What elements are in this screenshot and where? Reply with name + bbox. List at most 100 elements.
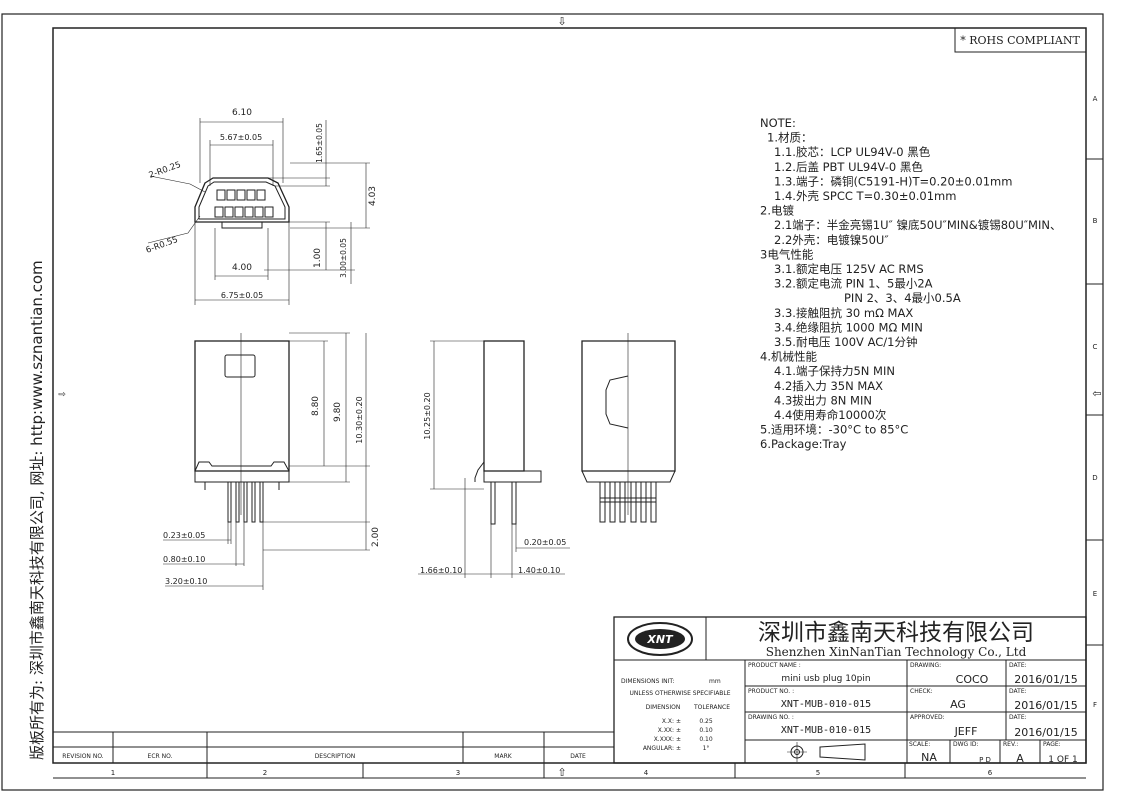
revision-table — [53, 731, 614, 763]
note-line: 3.4.绝缘阻抗 1000 MΩ MIN — [774, 320, 923, 334]
dim-height-100: 1.00 — [313, 248, 323, 268]
row-label-f: F — [1093, 701, 1097, 709]
front-pins — [214, 189, 274, 218]
note-line: 3.2.额定电流 PIN 1、5最小2A — [774, 277, 933, 291]
dim-width-023: 0.23±0.05 — [163, 531, 205, 540]
dim-width-020: 0.20±0.05 — [524, 538, 566, 547]
dim-height-880: 8.80 — [311, 396, 321, 416]
note-line: 4.机械性能 — [760, 350, 817, 364]
approved-label: APPROVED: — [910, 714, 945, 721]
product-name-label: PRODUCT NAME : — [748, 662, 801, 669]
date-label-2: DATE: — [1009, 688, 1027, 695]
row-ticks — [1086, 158, 1103, 646]
dim-height-403: 4.03 — [368, 186, 378, 206]
rohs-label: * ROHS COMPLIANT — [960, 34, 1080, 47]
dim-height-200: 2.00 — [371, 527, 381, 547]
dim-width-140: 1.40±0.10 — [518, 566, 560, 575]
col-label-2: 2 — [263, 769, 267, 777]
dim-height-1025: 10.25±0.20 — [423, 392, 432, 439]
tol-d-3: ANGULAR: ± — [643, 745, 681, 752]
drawing-by: COCO — [956, 673, 989, 686]
tol-d-1: X.XX: ± — [658, 727, 681, 734]
dim-width-567: 5.67±0.05 — [220, 133, 262, 142]
check-label: CHECK: — [910, 688, 933, 695]
rohs-box — [954, 27, 1087, 53]
date-3: 2016/01/15 — [1014, 726, 1077, 739]
note-line: 4.3拔出力 8N MIN — [774, 393, 872, 407]
dimensions-unit-label: DIMENSIONS INIT: — [621, 678, 674, 685]
product-no: XNT-MUB-010-015 — [781, 699, 871, 710]
bottom-pins — [227, 481, 264, 523]
col-label-5: 5 — [816, 769, 820, 777]
drawing-no: XNT-MUB-010-015 — [781, 725, 871, 736]
xnt-logo-text: XNT — [646, 633, 674, 646]
date-label-3: DATE: — [1009, 714, 1027, 721]
tol-t-1: 0.10 — [699, 727, 713, 734]
row-label-e: E — [1093, 590, 1097, 598]
dwg-id-label: DWG ID: — [953, 741, 979, 748]
xnt-logo-ring — [627, 622, 693, 656]
dim-height-980: 9.80 — [333, 402, 343, 422]
center-mark-left: ⇨ — [58, 390, 66, 400]
note-line: 1.材质： — [767, 131, 812, 145]
note-line: 3.3.接触阻抗 30 mΩ MAX — [774, 306, 913, 320]
projection-symbol — [787, 742, 866, 762]
col-label-3: 3 — [456, 769, 460, 777]
dwg-id-value: P D — [979, 756, 991, 764]
dim-width-166: 1.66±0.10 — [420, 566, 462, 575]
note-line: 5.适用环境：-30°C to 85°C — [760, 423, 908, 437]
center-mark-right: ⇦ — [1092, 387, 1101, 400]
note-line: 3.5.耐电压 100V AC/1分钟 — [774, 335, 917, 349]
mark-header: MARK — [494, 753, 512, 760]
date-2: 2016/01/15 — [1014, 699, 1077, 712]
row-label-d: D — [1092, 474, 1097, 482]
product-name: mini usb plug 10pin — [781, 674, 870, 684]
dim-width-610: 6.10 — [232, 108, 252, 118]
bottom-view — [163, 332, 370, 590]
col-label-6: 6 — [988, 769, 993, 777]
date-header: DATE — [570, 753, 586, 760]
note-line: 2.2外壳：电镀镍50U″ — [774, 233, 889, 247]
tol-t-0: 0.25 — [699, 718, 713, 725]
check-by: AG — [950, 698, 966, 711]
note-line: 6.Package:Tray — [760, 437, 847, 451]
notes-block: NOTE:1.材质：1.1.胶芯：LCP UL94V-0 黑色1.2.后盖 PB… — [760, 116, 1061, 451]
product-no-label: PRODUCT NO. : — [748, 688, 794, 695]
scale-value: NA — [921, 751, 937, 764]
approved-by: JEFF — [954, 725, 978, 738]
dim-height-165: 1.65±0.05 — [315, 123, 324, 163]
date-1: 2016/01/15 — [1014, 673, 1077, 686]
col-label-1: 1 — [111, 769, 115, 777]
page-value: 1 OF 1 — [1048, 755, 1077, 765]
center-mark-bottom: ⇧ — [557, 766, 566, 779]
column-strip — [53, 762, 1086, 779]
dim-radius-025: 2-R0.25 — [148, 160, 183, 181]
note-line: 2.电镀 — [760, 204, 794, 218]
row-label-c: C — [1093, 343, 1098, 351]
drawing-label: DRAWING: — [910, 662, 941, 669]
note-line: 4.1.端子保持力5N MIN — [774, 364, 895, 378]
tol-t-2: 0.10 — [699, 736, 713, 743]
description-header: DESCRIPTION — [315, 753, 356, 760]
ecr-no-header: ECR NO. — [148, 753, 173, 760]
dim-width-400: 4.00 — [232, 263, 252, 273]
dim-height-300: 3.00±0.05 — [339, 238, 348, 278]
tol-d-2: X.XXX: ± — [654, 736, 681, 743]
dim-height-1030: 10.30±0.20 — [355, 396, 364, 443]
xnt-logo — [635, 629, 685, 649]
company-name-en: Shenzhen XinNanTian Technology Co., Ltd — [766, 645, 1027, 659]
note-line: NOTE: — [760, 116, 796, 130]
front-view — [147, 118, 370, 305]
rear-view — [581, 333, 676, 523]
note-line: 2.1端子：半金亮锡1U″ 镍底50U″MIN&镀锡80U″MIN、 — [774, 218, 1061, 232]
col-label-4: 4 — [644, 769, 649, 777]
rev-value: A — [1016, 752, 1024, 765]
date-label-1: DATE: — [1009, 662, 1027, 669]
rear-pins — [599, 481, 657, 523]
copyright-watermark: 版板所有为: 深圳市鑫南天科技有限公司, 网址: http:www.sznant… — [28, 260, 46, 760]
unless-specified: UNLESS OTHERWISE SPECIFIABLE — [629, 690, 730, 697]
dimensions-unit: mm — [709, 678, 721, 685]
note-line: 1.4.外壳 SPCC T=0.30±0.01mm — [774, 189, 956, 203]
note-line: 4.4使用寿命10000次 — [774, 408, 887, 422]
